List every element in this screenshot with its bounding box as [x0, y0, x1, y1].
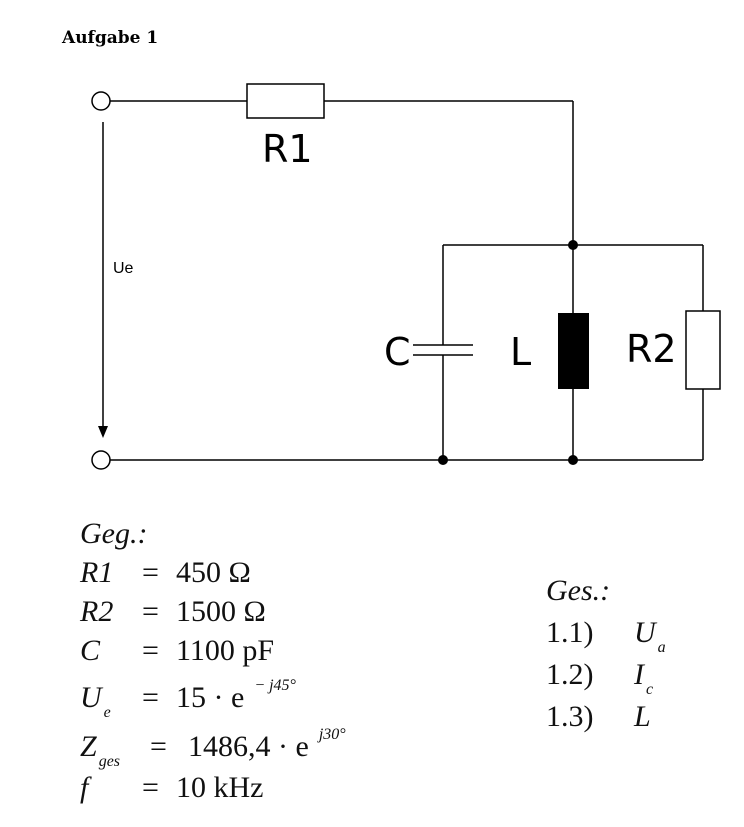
label-ue: Ue	[113, 260, 134, 277]
given-values: Geg.: R1 = 450 Ω R2 = 1500 Ω C = 1100 pF…	[80, 514, 346, 807]
given-symbol: f	[80, 771, 89, 804]
resistor-r2	[685, 310, 721, 390]
label-r2: R2	[626, 327, 677, 371]
sought-item-l: 1.3) L	[546, 696, 651, 738]
label-c: C	[384, 330, 411, 374]
sought-symbol: U	[634, 616, 656, 649]
given-item-r1: R1 = 450 Ω	[80, 553, 251, 592]
given-equals: =	[150, 730, 167, 763]
given-value: 450 Ω	[176, 556, 251, 589]
given-item-r2: R2 = 1500 Ω	[80, 592, 266, 631]
given-value: 10 kHz	[176, 771, 264, 804]
given-symbol: C	[80, 634, 101, 667]
terminal-bottom	[91, 450, 111, 470]
node-lower-left	[438, 455, 448, 465]
given-equals: =	[142, 771, 159, 804]
sought-subscript: a	[657, 639, 666, 656]
given-subscript: e	[103, 704, 111, 721]
label-l: L	[510, 330, 532, 374]
given-value: 1486,4 · e	[188, 730, 309, 763]
given-value-wrap: 1486,4 · e j30°	[188, 719, 346, 780]
sought-subscript: c	[646, 681, 654, 698]
given-subscript: ges	[98, 753, 121, 770]
given-equals: =	[142, 595, 159, 628]
resistor-r1	[246, 83, 325, 119]
given-symbol: U	[80, 681, 102, 714]
sought-symbol: L	[634, 700, 651, 733]
given-symbol: R1	[80, 556, 114, 589]
sought-number: 1.2)	[546, 658, 594, 691]
given-symbol: R2	[80, 595, 114, 628]
sought-symbol: I	[634, 658, 644, 691]
node-upper	[568, 240, 578, 250]
voltage-arrow-head	[98, 426, 108, 438]
node-lower-right	[568, 455, 578, 465]
label-r1: R1	[262, 127, 313, 171]
given-equals: =	[142, 556, 159, 589]
given-exponent: j30°	[318, 726, 346, 743]
sought-answer: L	[634, 696, 651, 738]
given-equals: =	[142, 634, 159, 667]
circuit-diagram	[91, 83, 721, 470]
given-value: 15 · e	[176, 681, 245, 714]
given-item-c: C = 1100 pF	[80, 631, 274, 670]
task-heading: Aufgabe 1	[62, 28, 159, 48]
given-value: 1100 pF	[176, 634, 275, 667]
given-title: Geg.:	[80, 517, 148, 550]
sought-title: Ges.:	[546, 574, 611, 607]
inductor-l	[558, 313, 589, 389]
sought-number: 1.1)	[546, 616, 594, 649]
given-exponent: − j45°	[254, 677, 296, 694]
given-symbol: Z	[80, 730, 97, 763]
terminal-top	[91, 91, 111, 111]
sought-number: 1.3)	[546, 700, 594, 733]
given-equals: =	[142, 681, 159, 714]
given-value-wrap: 15 · e − j45°	[176, 670, 296, 731]
given-value: 1500 Ω	[176, 595, 266, 628]
given-item-f: f = 10 kHz	[80, 768, 263, 807]
